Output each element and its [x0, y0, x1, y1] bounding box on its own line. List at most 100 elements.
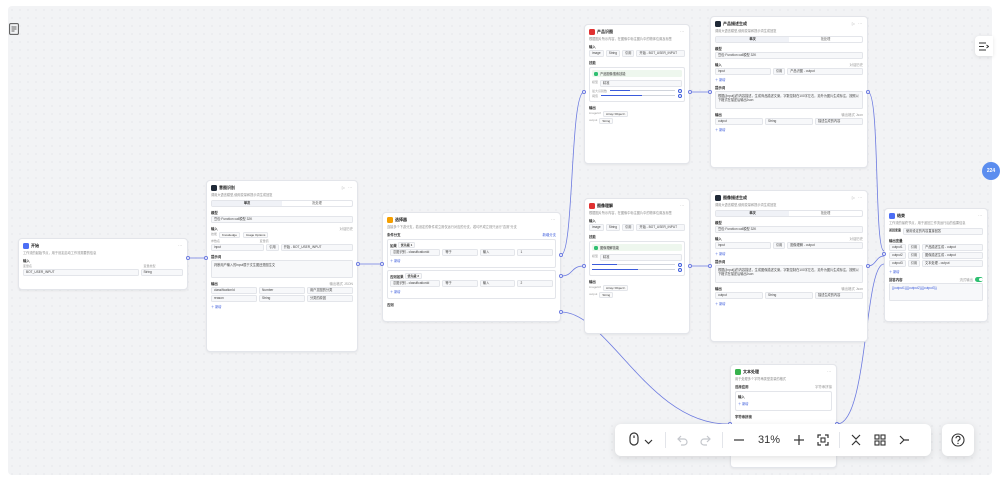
- slider-handle[interactable]: [678, 267, 682, 272]
- threshold-slider[interactable]: 阈值: [592, 93, 682, 98]
- tab-single[interactable]: 单次: [716, 37, 789, 42]
- add-input-button[interactable]: ＋ 新增: [715, 252, 726, 256]
- output-var-value[interactable]: 产品描述生成 - output: [922, 244, 983, 251]
- add-condition-button[interactable]: ＋ 新增: [390, 259, 401, 263]
- minimap-button[interactable]: [868, 428, 892, 452]
- port-dot[interactable]: [559, 253, 563, 257]
- param-value-field[interactable]: 开始 - BOT_USER_INPUT: [636, 224, 685, 231]
- end-node[interactable]: 结束 ⋯ 工作流的最终节点，用于返回工作流运行后的结果信息 返回变量 使用设定的…: [884, 208, 988, 322]
- help-button[interactable]: [942, 424, 974, 456]
- tab-single[interactable]: 单次: [212, 201, 282, 206]
- port-dot[interactable]: [708, 264, 712, 268]
- output-desc-field[interactable]: 用户意图的分类: [307, 287, 353, 294]
- add-output-button[interactable]: ＋ 新增: [889, 270, 900, 274]
- condition-var-select[interactable]: 意图识别 - classificationId: [390, 280, 441, 287]
- port-dot[interactable]: [882, 252, 886, 256]
- output-type-select[interactable]: String: [765, 292, 813, 299]
- panel-toggle-icon[interactable]: [975, 36, 993, 56]
- condition-ref-select[interactable]: 输入: [479, 249, 516, 256]
- selector-node[interactable]: 选择器 ⋯ 连接多个下游分支，若设定的条件成立则仅运行对应的分支，若均不成立则只…: [382, 212, 561, 322]
- port-dot[interactable]: [866, 264, 870, 268]
- answer-textarea[interactable]: {{output1}}{{output2}}{{output3}}: [889, 283, 983, 301]
- more-icon[interactable]: ⋯: [978, 213, 983, 218]
- prop-select[interactable]: 精准: [600, 254, 682, 261]
- ref-select[interactable]: 引用: [772, 68, 786, 75]
- add-input-button[interactable]: ＋ 新增: [715, 78, 726, 82]
- port-dot[interactable]: [559, 310, 563, 314]
- output-name-field[interactable]: reason: [211, 295, 257, 302]
- port-dot[interactable]: [186, 256, 190, 260]
- add-output-button[interactable]: ＋ 新增: [715, 302, 726, 306]
- output-desc-field[interactable]: 分类的原因: [307, 295, 353, 302]
- mode-select[interactable]: 字符串拼接: [815, 385, 832, 389]
- param-slider[interactable]: [592, 262, 682, 267]
- zoom-level[interactable]: 31%: [757, 434, 781, 446]
- slider-handle[interactable]: [678, 88, 682, 93]
- prompt-textarea[interactable]: 根据{{input}}的内容描述，生成图像描述文案，字数控制在100字左右，另外…: [715, 265, 863, 283]
- more-icon[interactable]: ⋯: [680, 29, 685, 34]
- condition-value-field[interactable]: 1: [517, 249, 554, 256]
- more-icon[interactable]: ▷ ⋯: [341, 185, 353, 190]
- param-value-field[interactable]: 开始 - BOT_USER_INPUT: [636, 50, 685, 57]
- stream-output-toggle[interactable]: [975, 277, 983, 282]
- more-icon[interactable]: ⋯: [827, 369, 832, 374]
- output-type-select[interactable]: String: [259, 295, 305, 302]
- param-slider[interactable]: [592, 267, 682, 272]
- condition-ref-select[interactable]: 输入: [479, 280, 516, 287]
- condition-var-select[interactable]: 意图识别 - classificationId: [390, 249, 441, 256]
- output-var-value[interactable]: 文本处理 - output: [922, 260, 983, 267]
- skill-chip[interactable]: Knowledge: [219, 232, 240, 238]
- port-dot[interactable]: [380, 262, 384, 266]
- output-format-select[interactable]: 输出格式 JSON: [329, 282, 353, 286]
- port-dot[interactable]: [708, 90, 712, 94]
- add-output-button[interactable]: ＋ 新增: [211, 305, 222, 309]
- zoom-out-button[interactable]: [727, 428, 751, 452]
- condition-op-select[interactable]: 等于: [442, 249, 478, 256]
- output-name-field[interactable]: output: [715, 292, 763, 299]
- interaction-mode-select[interactable]: [621, 428, 661, 452]
- skill-item[interactable]: 图像理解技能: [592, 244, 682, 251]
- model-select[interactable]: 豆包·Function call模型 32K: [715, 226, 863, 233]
- prompt-textarea[interactable]: 根据{{input}}的内容描述，生成商品描述文案，字数控制在100字左右，另外…: [715, 91, 863, 109]
- ref-select[interactable]: 引用: [622, 224, 635, 231]
- max-count-slider[interactable]: 最大识别数: [592, 88, 682, 93]
- more-icon[interactable]: ⋯: [178, 243, 183, 248]
- fit-view-button[interactable]: [811, 428, 835, 452]
- condition-value-field[interactable]: 2: [517, 280, 554, 287]
- tab-batch[interactable]: 批处理: [820, 211, 831, 215]
- prop-select[interactable]: 精准: [600, 80, 682, 87]
- var-name-field[interactable]: BOT_USER_INPUT: [23, 269, 139, 276]
- collapse-button[interactable]: [844, 428, 868, 452]
- port-dot[interactable]: [582, 90, 586, 94]
- more-icon[interactable]: ⋯: [680, 203, 685, 208]
- param-name-field[interactable]: input: [715, 68, 771, 75]
- port-dot[interactable]: [582, 264, 586, 268]
- param-type-field[interactable]: String: [605, 224, 621, 231]
- output-type-select[interactable]: String: [765, 118, 813, 125]
- port-dot[interactable]: [559, 274, 563, 278]
- doc-icon[interactable]: [6, 20, 22, 38]
- chat-history-checkbox[interactable]: 对话历史: [849, 63, 863, 67]
- model-select[interactable]: 豆包·Function call模型 32K: [211, 216, 353, 223]
- zoom-in-button[interactable]: [787, 428, 811, 452]
- more-icon[interactable]: ▷ ⋯: [851, 195, 863, 200]
- add-input-button[interactable]: ＋ 新增: [738, 402, 749, 406]
- ref-select[interactable]: 引用: [907, 252, 921, 259]
- redo-button[interactable]: [694, 428, 718, 452]
- output-format-select[interactable]: 输出格式 Json: [841, 113, 863, 117]
- intent-llm-node[interactable]: 意图识别 ▷ ⋯ 调用大语言模型,使用变量和提示词生成回复 单次 批处理 模型 …: [206, 180, 358, 352]
- param-name-field[interactable]: image: [589, 224, 604, 231]
- output-var-value[interactable]: 图像描述生成 - output: [922, 252, 983, 259]
- param-name-field[interactable]: image: [589, 50, 604, 57]
- param-value-field[interactable]: 开始 - BOT_USER_INPUT: [280, 244, 353, 251]
- product-desc-llm-node[interactable]: 产品描述生成 ▷ ⋯ 调用大语言模型,使用变量和提示词生成回复 单次 批处理 模…: [710, 16, 868, 168]
- tab-single[interactable]: 单次: [716, 211, 789, 216]
- slider-handle[interactable]: [678, 93, 682, 98]
- chat-history-checkbox[interactable]: 对话历史: [849, 237, 863, 241]
- image-desc-llm-node[interactable]: 图像描述生成 ▷ ⋯ 调用大语言模型,使用变量和提示词生成回复 单次 批处理 模…: [710, 190, 868, 342]
- output-type-select[interactable]: Number: [259, 287, 305, 294]
- output-var-name[interactable]: output2: [889, 252, 906, 259]
- start-node[interactable]: 开始 ⋯ 工作流的起始节点，用于设定启动工作流需要的信息 输入 变量名 变量类型…: [18, 238, 188, 290]
- ref-select[interactable]: 引用: [266, 244, 279, 251]
- ref-select[interactable]: 引用: [772, 242, 786, 249]
